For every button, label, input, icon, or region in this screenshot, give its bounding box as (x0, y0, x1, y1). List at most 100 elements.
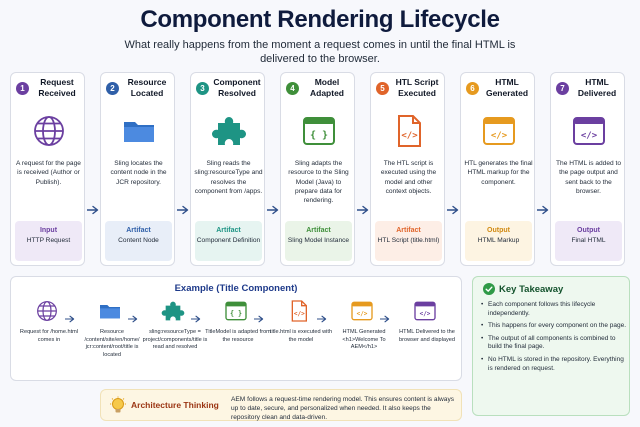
step-description: The HTML is added to the page output and… (556, 160, 621, 195)
step-description: Sling reads the sling:resourceType and r… (194, 160, 263, 195)
step-description: A request for the page is received (Auth… (16, 160, 81, 186)
step-description: Sling adapts the resource to the Sling M… (288, 160, 349, 205)
list-item: The output of all components is combined… (481, 335, 627, 352)
step-card: 5 HTL Script Executed </> The HTL script… (370, 72, 445, 266)
step-card: 2 Resource Located Sling locates the con… (100, 72, 175, 266)
step-number: 2 (106, 82, 119, 95)
arrow-right-icon (64, 310, 75, 323)
step-header: 1 Request Received (11, 73, 84, 103)
code-window-icon: { } (301, 113, 337, 149)
list-item: Each component follows this lifecycle in… (481, 301, 627, 318)
svg-text:</>: </> (420, 311, 431, 318)
step-tag-value: Sling Model Instance (287, 237, 350, 244)
globe-icon (31, 113, 67, 149)
step-title: HTML Delivered (577, 77, 617, 98)
lifecycle-steps: 1 Request Received A request for the pag… (10, 72, 630, 266)
step-number: 4 (286, 82, 299, 95)
folder-icon (121, 113, 157, 149)
architecture-title: Architecture Thinking (131, 400, 219, 410)
svg-text:</>: </> (294, 311, 305, 318)
step-title: HTL Script Executed (395, 77, 439, 98)
step-header: 2 Resource Located (101, 73, 174, 103)
arrow-right-icon (379, 310, 390, 323)
svg-text:{ }: { } (310, 130, 328, 141)
html-window-icon: </> (481, 113, 517, 149)
step-title: Resource Located (127, 77, 167, 98)
example-step-text: title.html is executed with the model (269, 329, 333, 343)
step-tag: Input HTTP Request (15, 221, 82, 261)
step-tag-value: Content Node (118, 237, 159, 244)
step-number: 1 (16, 82, 29, 95)
step-tag: Artifact Sling Model Instance (285, 221, 352, 261)
example-step-text: HTML Delivered to the browser and displa… (399, 329, 455, 343)
example-step-text: HTML Generated <h1>Welcome To AEM</h1> (342, 329, 386, 351)
puzzle-icon (211, 113, 247, 149)
folder-icon (98, 299, 122, 323)
step-card: 7 HTML Delivered </> The HTML is added t… (550, 72, 625, 266)
step-header: 5 HTL Script Executed (371, 73, 444, 103)
list-item: No HTML is stored in the repository. Eve… (481, 356, 627, 373)
step-card: 1 Request Received A request for the pag… (10, 72, 85, 266)
check-circle-icon (483, 283, 495, 295)
arrow-right-icon (356, 202, 369, 215)
step-tag-label: Input (39, 227, 58, 234)
key-takeaway-panel: Key Takeaway Each component follows this… (472, 276, 630, 416)
example-step-text: sling:resourceType = project/components/… (142, 329, 208, 351)
step-header: 4 Model Adapted (281, 73, 354, 103)
step-title: Model Adapted (310, 77, 344, 98)
step-number: 6 (466, 82, 479, 95)
arrow-right-icon (536, 202, 549, 215)
step-tag-value: Component Definition (196, 237, 261, 244)
code-file-icon: </> (287, 299, 311, 323)
step-number: 5 (376, 82, 389, 95)
example-title: Example (Title Component) (174, 283, 298, 294)
page-title: Component Rendering Lifecycle (140, 6, 500, 33)
step-description: Sling locates the content node in the JC… (110, 160, 167, 186)
code-file-icon: </> (391, 113, 427, 149)
step-card: 4 Model Adapted { } Sling adapts the res… (280, 72, 355, 266)
list-item: This happens for every component on the … (481, 322, 627, 331)
puzzle-icon (161, 299, 185, 323)
step-tag-value: HTML Markup (477, 237, 520, 244)
step-tag: Output HTML Markup (465, 221, 532, 261)
step-number: 7 (556, 82, 569, 95)
example-step-text: Resource /content/site/en/home/ jcr:cont… (84, 329, 140, 358)
arrow-right-icon (446, 202, 459, 215)
globe-icon (35, 299, 59, 323)
step-number: 3 (196, 82, 209, 95)
html-window-icon: </> (350, 299, 374, 323)
arrow-right-icon (127, 310, 138, 323)
step-header: 6 HTML Generated (461, 73, 534, 103)
architecture-text: AEM follows a request-time rendering mod… (231, 396, 455, 421)
step-title: HTML Generated (485, 77, 529, 98)
step-tag-value: HTL Script (title.html) (377, 237, 440, 244)
code-window-icon: { } (224, 299, 248, 323)
lightbulb-icon (110, 396, 126, 413)
svg-text:{ }: { } (230, 310, 242, 318)
svg-text:</>: </> (491, 131, 508, 141)
step-tag: Artifact Component Definition (195, 221, 262, 261)
step-tag-label: Artifact (396, 227, 421, 234)
step-card: 6 HTML Generated </> HTL generates the f… (460, 72, 535, 266)
arrow-right-icon (253, 310, 264, 323)
arrow-right-icon (316, 310, 327, 323)
example-step-text: Request for /home.html comes in (19, 329, 79, 343)
step-tag-label: Artifact (126, 227, 151, 234)
step-header: 3 Component Resolved (191, 73, 264, 103)
arrow-right-icon (190, 310, 201, 323)
step-card: 3 Component Resolved Sling reads the sli… (190, 72, 265, 266)
step-description: The HTL script is executed using the mod… (380, 160, 437, 195)
step-tag: Output Final HTML (555, 221, 622, 261)
step-tag-label: Output (577, 227, 600, 234)
step-tag: Artifact Content Node (105, 221, 172, 261)
step-header: 7 HTML Delivered (551, 73, 624, 103)
step-tag-label: Output (487, 227, 510, 234)
arrow-right-icon (176, 202, 189, 215)
step-tag-label: Artifact (216, 227, 241, 234)
example-panel: Example (Title Component) Request for /h… (10, 276, 462, 381)
step-tag-value: Final HTML (571, 237, 606, 244)
key-takeaway-list: Each component follows this lifecycle in… (481, 301, 627, 377)
step-tag-label: Artifact (306, 227, 331, 234)
step-description: HTL generates the final HTML markup for … (464, 160, 533, 186)
step-tag: Artifact HTL Script (title.html) (375, 221, 442, 261)
